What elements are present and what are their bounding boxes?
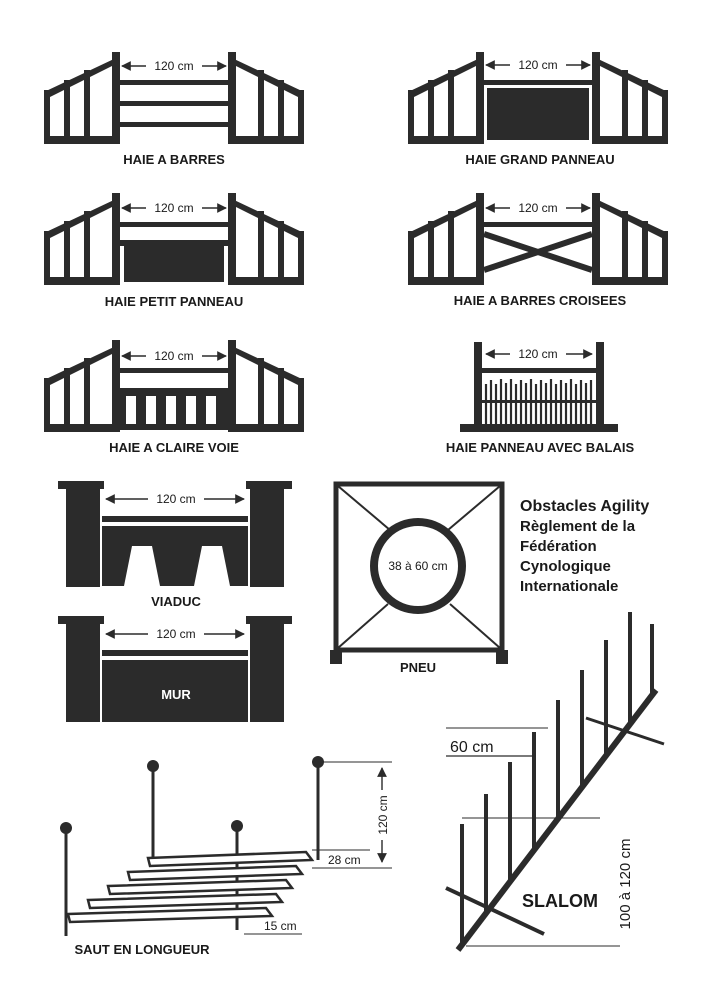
title-block: Obstacles Agility Règlement de la Fédéra… bbox=[520, 498, 649, 595]
label-pneu: PNEU bbox=[400, 660, 436, 675]
label-slalom: SLALOM bbox=[522, 891, 598, 911]
label-haie-a-barres-croisees: HAIE A BARRES CROISEES bbox=[454, 293, 627, 308]
hurdle-haie-petit-panneau: 120 cm HAIE PETIT PANNEAU bbox=[44, 193, 304, 309]
tire-pneu: 38 à 60 cm PNEU bbox=[330, 481, 508, 675]
dimension-label: 120 cm bbox=[518, 58, 557, 72]
title-line-1: Obstacles Agility bbox=[520, 498, 649, 515]
dimension-label: 15 cm bbox=[264, 919, 297, 933]
label-mur: MUR bbox=[161, 687, 191, 702]
dimension-label: 120 cm bbox=[518, 201, 557, 215]
hurdle-haie-balais: 120 cm HAIE PANNEAU AVEC BALAIS bbox=[446, 342, 635, 455]
dimension-label: 60 cm bbox=[450, 739, 494, 756]
long-jump-saut-en-longueur: 120 cm 28 cm 15 cm SAUT EN LONGUEUR bbox=[60, 756, 392, 957]
dimension-label: 120 cm bbox=[376, 795, 390, 834]
wall-viaduc: 120 cm VIADUC bbox=[58, 481, 292, 609]
dimension-label: 120 cm bbox=[518, 347, 557, 361]
dimension-label: 28 cm bbox=[328, 853, 361, 867]
hurdle-haie-a-barres-croisees: 120 cm HAIE A BARRES CROISEES bbox=[408, 193, 668, 308]
label-haie-grand-panneau: HAIE GRAND PANNEAU bbox=[465, 152, 614, 167]
label-haie-a-claire-voie: HAIE A CLAIRE VOIE bbox=[109, 440, 239, 455]
hurdle-haie-a-barres: 120 cm HAIE A BARRES bbox=[44, 52, 304, 167]
hurdle-haie-a-claire-voie: 120 cm HAIE A CLAIRE VOIE bbox=[44, 340, 304, 455]
label-viaduc: VIADUC bbox=[151, 594, 201, 609]
dimension-label: 100 à 120 cm bbox=[617, 839, 634, 930]
wall-mur: 120 cm MUR bbox=[58, 616, 292, 722]
label-saut-en-longueur: SAUT EN LONGUEUR bbox=[74, 942, 210, 957]
label-haie-a-barres: HAIE A BARRES bbox=[123, 152, 225, 167]
dimension-label: 38 à 60 cm bbox=[388, 559, 447, 573]
dimension-label: 120 cm bbox=[154, 59, 193, 73]
title-line-2: Règlement de la bbox=[520, 518, 636, 535]
dimension-label: 120 cm bbox=[156, 492, 195, 506]
weave-slalom: 60 cm 100 à 120 cm SLALOM bbox=[445, 612, 665, 952]
title-line-3: Fédération bbox=[520, 538, 597, 555]
title-line-5: Internationale bbox=[520, 578, 618, 595]
dimension-label: 120 cm bbox=[154, 201, 193, 215]
hurdle-haie-grand-panneau: 120 cm HAIE GRAND PANNEAU bbox=[408, 52, 668, 167]
label-haie-petit-panneau: HAIE PETIT PANNEAU bbox=[105, 294, 243, 309]
label-haie-panneau-avec-balais: HAIE PANNEAU AVEC BALAIS bbox=[446, 440, 635, 455]
dimension-label: 120 cm bbox=[156, 627, 195, 641]
title-line-4: Cynologique bbox=[520, 558, 611, 575]
dimension-label: 120 cm bbox=[154, 349, 193, 363]
